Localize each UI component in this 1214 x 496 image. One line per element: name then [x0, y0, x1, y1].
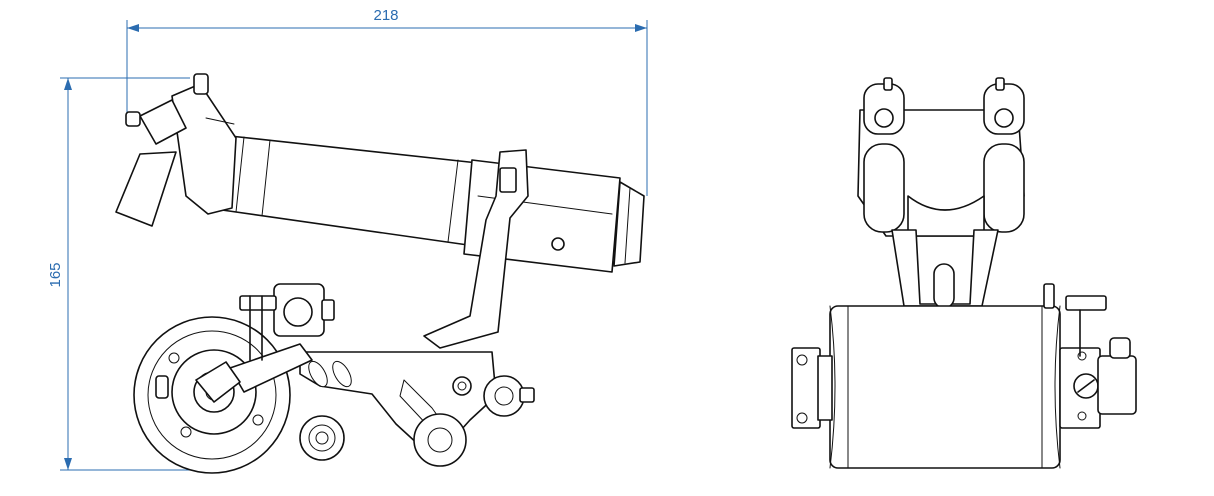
side-view-clamp-lever [195, 343, 313, 403]
dimension-width-label: 218 [373, 7, 398, 24]
front-view-head [857, 77, 1025, 237]
side-view-cylinder [221, 135, 479, 246]
front-view-right-mechanism [1043, 283, 1137, 429]
dimension-height: 165 [47, 77, 200, 471]
side-view-nozzle [115, 73, 237, 227]
dimension-width: 218 [126, 7, 648, 196]
front-view-body [829, 305, 1061, 469]
side-view-mount-arm [423, 149, 529, 349]
side-view-guide-block [239, 283, 335, 361]
front-view-neck [891, 229, 999, 309]
front-view [791, 77, 1137, 469]
side-view-small-wheels [299, 375, 535, 467]
dimension-height-label: 165 [47, 262, 64, 287]
side-view [115, 73, 645, 474]
front-view-left-bracket [791, 347, 833, 429]
